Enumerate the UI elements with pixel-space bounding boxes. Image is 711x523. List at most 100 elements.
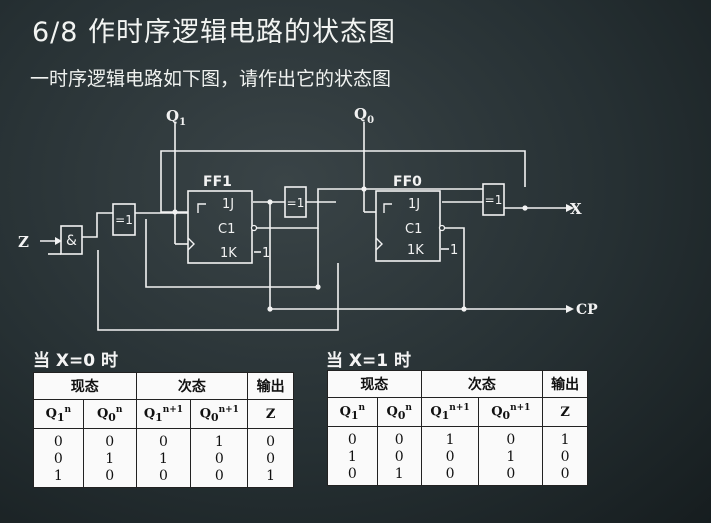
junction-cp-ff0 [461,306,467,312]
cell: 0 [82,467,137,488]
header-next-state: 次态 [420,370,544,398]
junction-x-tap [522,205,528,211]
xor-right-symbol: =1 [485,193,503,207]
cell: 0 [376,448,422,465]
col-q0n: Q0n [82,399,137,429]
column-header-row: Q1n Q0n Q1n+1 Q0n+1 Z [327,397,588,427]
col-q1n1: Q1n+1 [135,399,192,429]
cell: 0 [542,448,588,465]
ff0-pin-1k: 1K [407,243,424,258]
xor-left-symbol: =1 [115,213,133,227]
col-q1n: Q1n [327,397,378,427]
state-table-x0: 现态 次态 输出 Q1n Q0n Q1n+1 Q0n+1 Z 0 0 0 1 0… [33,372,294,488]
xor-gate-left: =1 [112,203,136,236]
group-header-row: 现态 次态 输出 [33,372,294,400]
state-table-x1: 现态 次态 输出 Q1n Q0n Q1n+1 Q0n+1 Z 0 0 1 0 1… [327,370,588,486]
cell: 1 [33,467,84,488]
cp-label: CP [576,302,598,318]
cell: 0 [247,428,294,450]
slide-title: 6/8 作时序逻辑电路的状态图 [32,17,397,48]
cell: 0 [327,465,378,486]
cell: 0 [247,450,294,467]
ff1-pin-1j: 1J [222,197,234,212]
wire-qbar0 [445,227,465,309]
cell: 0 [478,426,544,448]
cell: 1 [327,448,378,465]
cell: 0 [82,428,137,450]
cell: 0 [478,465,544,486]
ff0-pin-1j: 1J [408,197,420,212]
header-output: 输出 [542,370,588,398]
ff0-const-one: 1 [450,243,458,258]
ff1-const-one: 1 [262,246,270,261]
xor-gate-right: =1 [482,183,505,216]
q1-label: Q1 [166,107,186,128]
arrow-z [55,237,62,245]
cell: 0 [33,450,84,467]
cell: 1 [478,448,544,465]
cell: 0 [33,428,84,450]
problem-statement: 一时序逻辑电路如下图，请作出它的状态图 [30,68,392,90]
header-next-state: 次态 [135,372,249,400]
cell: 1 [247,467,294,488]
cell: 0 [135,428,192,450]
xor-gate-middle: =1 [284,186,307,218]
col-z: Z [542,397,588,427]
arrow-cp [566,305,574,313]
table-row: 0 1 0 0 0 [327,465,588,486]
cell: 1 [190,428,249,450]
table-row: 0 0 1 0 1 [327,426,588,448]
header-current-state: 现态 [327,370,422,398]
group-header-row: 现态 次态 输出 [327,370,588,398]
cell: 1 [82,450,137,467]
junction-ff1-q [267,199,273,205]
q0-label: Q0 [354,105,374,126]
wire-feedback-loop [160,150,526,213]
junction-cp-ff1 [267,306,273,312]
flip-flop-ff0: 1J C1 1K 1 [375,190,458,262]
header-output: 输出 [247,372,294,400]
wire-bottom-return [97,250,339,331]
col-q0n: Q0n [376,397,422,427]
table-caption-x0: 当 X=0 时 [33,351,119,371]
table-row: 1 0 0 0 1 [33,467,294,488]
col-q0n1: Q0n+1 [478,397,544,427]
flip-flop-ff1: 1J C1 1K 1 [187,190,270,264]
column-header-row: Q1n Q0n Q1n+1 Q0n+1 Z [33,399,294,429]
xor-mid-symbol: =1 [287,196,305,210]
z-label: Z [18,233,29,251]
cell: 0 [190,450,249,467]
cell: 1 [420,426,480,448]
wire-qbar1-feedback [256,188,483,229]
cell: 0 [420,465,480,486]
x-label: X [570,200,582,218]
junctions [172,186,528,312]
col-q1n: Q1n [33,399,84,429]
ff0-label: FF0 [393,174,422,190]
table-row: 0 0 0 1 0 [33,428,294,450]
output-arrows [55,204,574,313]
and-gate: & [60,225,83,255]
wires [40,122,566,331]
wire-and-to-xor [82,212,113,238]
col-q1n1: Q1n+1 [420,397,480,427]
cell: 1 [542,426,588,448]
table-caption-x1: 当 X=1 时 [326,351,412,371]
table-row: 0 1 1 0 0 [33,450,294,467]
ff1-pin-c1: C1 [218,222,235,237]
ff1-pin-1k: 1K [220,246,237,261]
cell: 0 [190,467,249,488]
junction-qbar1 [315,284,321,290]
cell: 0 [376,426,422,448]
ff0-pin-c1: C1 [405,222,422,237]
table-row: 1 0 0 1 0 [327,448,588,465]
col-q0n1: Q0n+1 [190,399,249,429]
col-z: Z [247,399,294,429]
cell: 0 [135,467,192,488]
cell: 0 [327,426,378,448]
wire-c1-bus [145,219,318,288]
header-current-state: 现态 [33,372,137,400]
cell: 0 [542,465,588,486]
